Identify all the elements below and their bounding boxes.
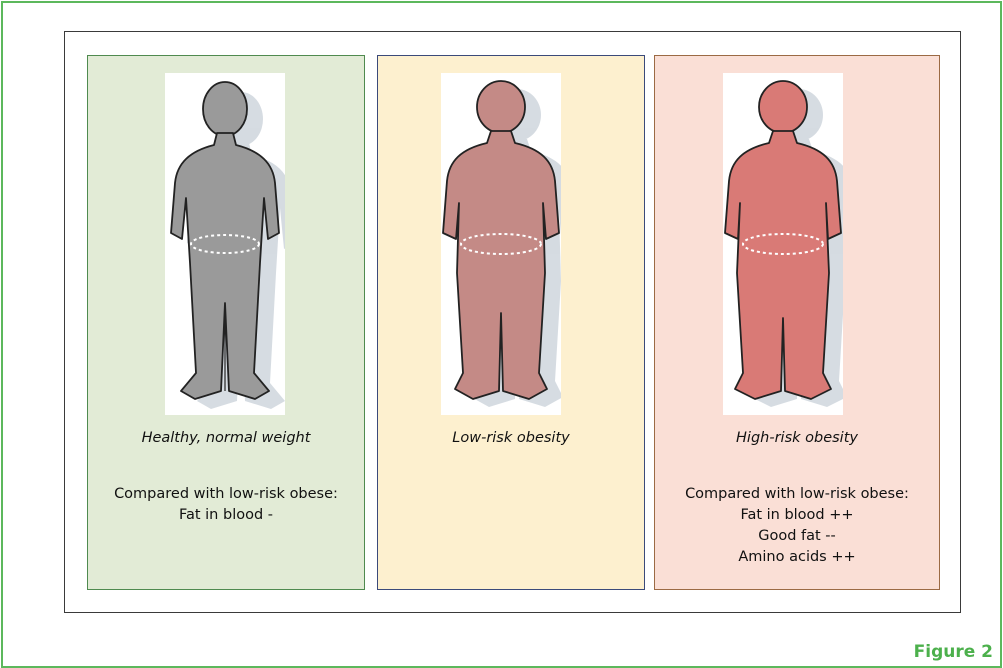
detail-line: Amino acids ++	[655, 547, 939, 568]
high-risk-obese-silhouette-icon	[723, 73, 843, 415]
panel-caption: Healthy, normal weight	[88, 430, 364, 446]
panel-caption: High-risk obesity	[655, 430, 939, 446]
panel-healthy: Healthy, normal weight Compared with low…	[87, 55, 365, 590]
normal-weight-silhouette-icon	[165, 73, 285, 415]
panel-low-risk: Low-risk obesity	[377, 55, 645, 590]
silhouette-card	[441, 73, 561, 415]
figure-label: Figure 2	[914, 642, 993, 662]
panel-caption: Low-risk obesity	[378, 430, 644, 446]
detail-line: Fat in blood -	[88, 505, 364, 526]
panel-details: Compared with low-risk obese: Fat in blo…	[655, 484, 939, 568]
panel-details: Compared with low-risk obese: Fat in blo…	[88, 484, 364, 526]
detail-line: Fat in blood ++	[655, 505, 939, 526]
silhouette-card	[165, 73, 285, 415]
detail-line: Compared with low-risk obese:	[88, 484, 364, 505]
low-risk-obese-silhouette-icon	[441, 73, 561, 415]
detail-line: Compared with low-risk obese:	[655, 484, 939, 505]
silhouette-card	[723, 73, 843, 415]
detail-line: Good fat --	[655, 526, 939, 547]
panel-high-risk: High-risk obesity Compared with low-risk…	[654, 55, 940, 590]
